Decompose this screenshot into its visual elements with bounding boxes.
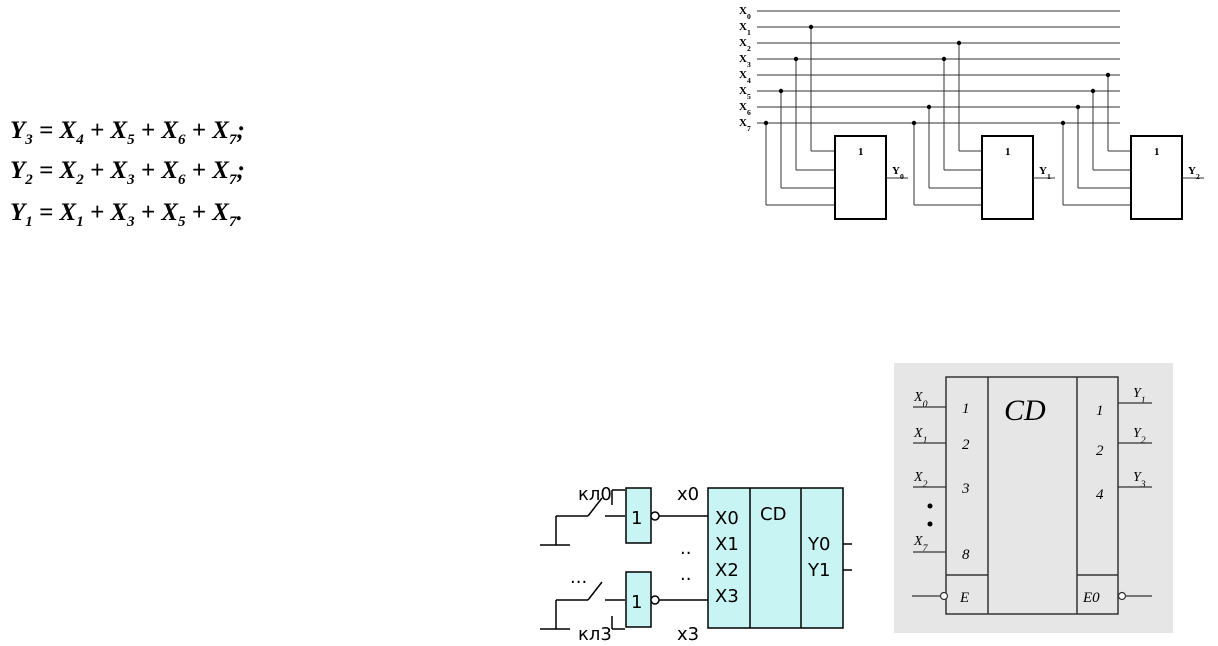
or-gate [1130, 135, 1183, 220]
gate-label: 1 [858, 146, 864, 158]
equation-line: Y1 = X1 + X3 + X5 + X7. [10, 199, 243, 230]
gate-output-label: Y1 [1039, 165, 1051, 181]
input-label: X0 [739, 5, 751, 21]
gate-label: 1 [1154, 146, 1160, 158]
equation-line: Y3 = X4 + X5 + X6 + X7; [10, 117, 245, 148]
or-gate [981, 135, 1034, 220]
junction-dot [763, 120, 769, 126]
gate-label: 1 [1005, 146, 1011, 158]
junction-dot [1105, 72, 1111, 78]
junction-dot [926, 104, 932, 110]
junction-dot [911, 120, 917, 126]
input-label: X4 [739, 69, 751, 85]
junction-dot [808, 24, 814, 30]
gate-output-label: Y2 [1188, 165, 1200, 181]
junction-dot [1090, 88, 1096, 94]
input-label: X3 [739, 53, 751, 69]
junction-dot [1075, 104, 1081, 110]
input-label: X7 [739, 117, 751, 133]
input-label: X1 [739, 21, 751, 37]
equation-line: Y2 = X2 + X3 + X6 + X7; [10, 157, 245, 188]
input-label: X6 [739, 101, 751, 117]
or-gate [834, 135, 887, 220]
junction-dot [941, 56, 947, 62]
junction-dot [778, 88, 784, 94]
input-label: X2 [739, 37, 751, 53]
gate-output-label: Y0 [892, 165, 904, 181]
input-label: X5 [739, 85, 751, 101]
junction-dot [956, 40, 962, 46]
junction-dot [793, 56, 799, 62]
junction-dot [1060, 120, 1066, 126]
